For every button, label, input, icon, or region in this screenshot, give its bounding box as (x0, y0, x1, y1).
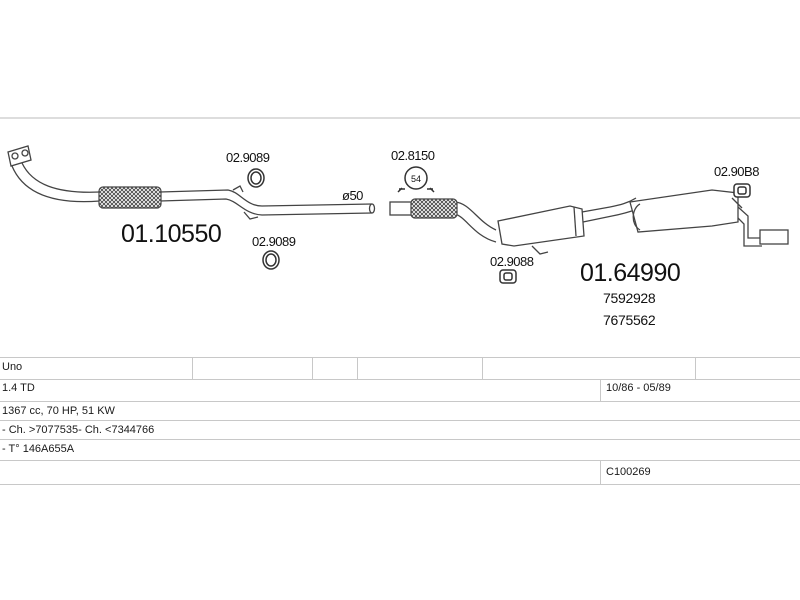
spec-row-spec: 1367 cc, 70 HP, 51 KW (0, 402, 800, 421)
vehicle-model: Uno (2, 361, 23, 373)
spec-row-model: Uno (0, 357, 800, 380)
rear-oem-number-2: 7675562 (603, 312, 656, 328)
front-pipe (7, 145, 376, 220)
connector-clamp-size: 54 (411, 174, 421, 184)
table-divider (192, 358, 193, 379)
hanger-rear-icon (733, 183, 751, 198)
diameter-label: ø50 (342, 188, 363, 203)
part-front-pipe: 01.10550 (121, 220, 221, 248)
hanger-mid-icon (499, 269, 517, 284)
spec-row-engine: 1.4 TD 10/86 - 05/89 (0, 379, 800, 402)
clamp-bottom-icon (262, 250, 280, 270)
vehicle-chassis: - Ch. >7077535- Ch. <7344766 (2, 424, 155, 436)
spec-row-engine-type: - T° 146A655A (0, 440, 800, 461)
part-hanger-rear: 02.90B8 (714, 164, 759, 179)
rear-oem-number-1: 7592928 (603, 290, 656, 306)
rear-pipe (389, 189, 789, 255)
spec-row-chassis: - Ch. >7077535- Ch. <7344766 (0, 421, 800, 440)
catalog-code: C100269 (606, 466, 651, 478)
vehicle-engine: 1.4 TD (2, 382, 35, 394)
part-rear-section: 01.64990 (580, 259, 680, 287)
table-divider (482, 358, 483, 379)
part-hanger-mid: 02.9088 (490, 254, 534, 269)
connector-clamp-icon (397, 166, 435, 193)
table-divider (695, 358, 696, 379)
front-flex-section (98, 186, 162, 209)
table-divider (600, 461, 601, 484)
clamp-top-icon (247, 168, 265, 188)
part-clamp-top: 02.9089 (226, 150, 270, 165)
vehicle-spec: 1367 cc, 70 HP, 51 KW (2, 405, 115, 417)
table-divider (312, 358, 313, 379)
rear-flex-section (410, 198, 458, 219)
vehicle-engine-type: - T° 146A655A (2, 443, 75, 455)
table-divider (600, 379, 601, 401)
part-clamp-bottom: 02.9089 (252, 234, 296, 249)
vehicle-years: 10/86 - 05/89 (606, 382, 671, 394)
spec-row-code: C100269 (0, 461, 800, 485)
table-divider (357, 358, 358, 379)
part-connector-clamp: 02.8150 (391, 148, 435, 163)
